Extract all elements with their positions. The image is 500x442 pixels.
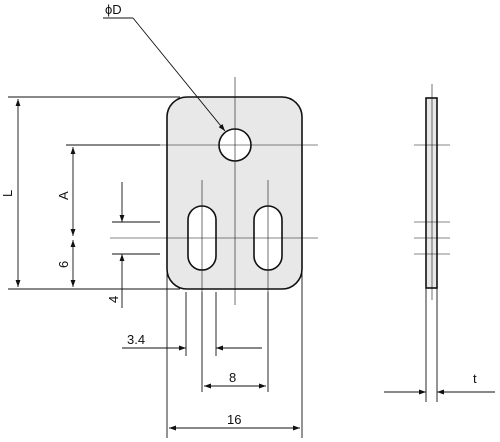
dimension-eight: 8 [201, 292, 269, 392]
plate-side-view [414, 84, 450, 300]
dimension-l: L [0, 96, 180, 290]
dimension-t: t [384, 288, 495, 402]
dimension-t-label: t [473, 371, 477, 386]
phi-d-label: ϕD [105, 2, 122, 17]
dimension-three-four-label: 3.4 [127, 332, 145, 347]
plate-front-view [166, 96, 303, 290]
dimension-a-label: A [56, 191, 71, 200]
dimension-three-four: 3.4 [122, 292, 262, 356]
dimension-l-label: L [0, 190, 15, 197]
dimension-six: 6 [56, 240, 76, 287]
dimension-six-label: 6 [56, 261, 71, 268]
dimension-four: 4 [106, 182, 160, 308]
dimension-four-label: 4 [106, 296, 121, 303]
dimension-a: A [56, 144, 160, 236]
dimension-sixteen-label: 16 [227, 412, 241, 427]
dimension-sixteen: 16 [166, 270, 303, 438]
dimension-eight-label: 8 [229, 370, 236, 385]
phi-d-callout: ϕD [103, 2, 226, 132]
side-outline [425, 97, 438, 289]
center-lines [110, 77, 318, 305]
